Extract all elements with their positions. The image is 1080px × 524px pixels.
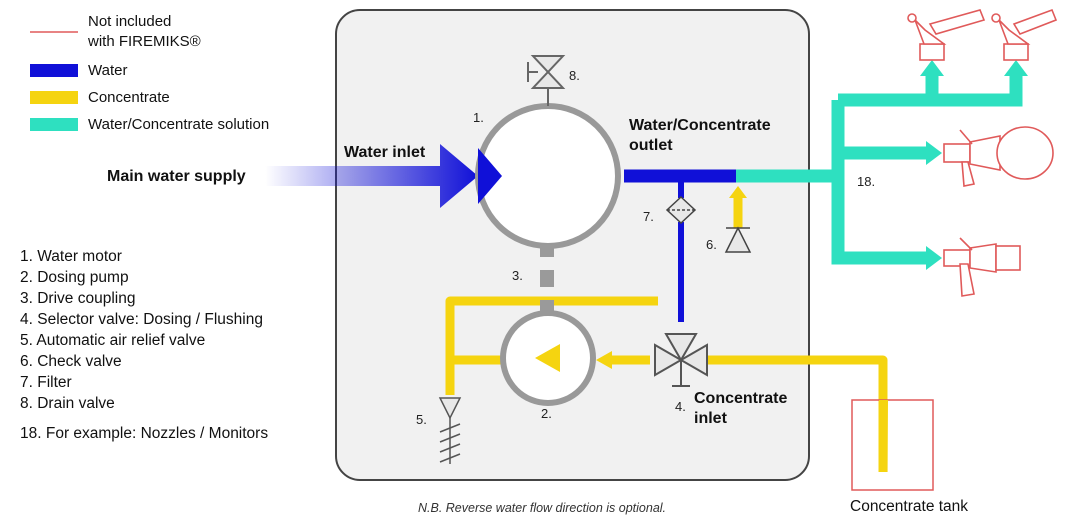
solution-lines: [736, 72, 1023, 265]
callout-7: 7.: [643, 209, 654, 224]
air-relief-valve: [438, 397, 462, 464]
drive-coupling-top: [540, 245, 554, 257]
drive-coupling-bottom: [540, 300, 554, 312]
callout-6: 6.: [706, 237, 717, 252]
water-motor-inlet-arrow: [478, 148, 502, 204]
nozzle-2: [991, 8, 1058, 61]
parts-list-item: 1. Water motor: [20, 248, 122, 265]
legend-concentrate-swatch: [30, 91, 78, 104]
nozzle-4: [943, 237, 1021, 297]
concentrate-inlet-line2: inlet: [694, 410, 727, 427]
main-water-supply-arrow: [265, 144, 478, 208]
drive-coupling-mid: [540, 270, 554, 287]
parts-list-item: 5. Automatic air relief valve: [20, 332, 206, 349]
callout-18: 18.: [857, 174, 876, 189]
outlet-label-line2: outlet: [629, 137, 673, 154]
legend-water-swatch: [30, 64, 78, 77]
concentrate-suction-pipe: [879, 400, 888, 472]
concentrate-arrow-up: [729, 186, 747, 198]
parts-list-item: 3. Drive coupling: [20, 290, 136, 307]
parts-list-item: 8. Drain valve: [20, 395, 115, 412]
legend-not-included-line2: with FIREMIKS®: [88, 33, 201, 50]
parts-list-example: 18. For example: Nozzles / Monitors: [20, 425, 269, 442]
solution-arrow-nozzle-1: [920, 60, 944, 76]
callout-3: 3.: [512, 268, 523, 283]
filter: [665, 195, 697, 225]
outlet-label-line1: Water/Concentrate: [629, 117, 771, 134]
callout-1: 1.: [473, 110, 484, 125]
solution-arrow-nozzle-4: [926, 246, 942, 270]
legend-solution-label: Water/Concentrate solution: [88, 116, 270, 133]
water-inlet-label: Water inlet: [344, 144, 426, 161]
parts-list-item: 7. Filter: [20, 374, 72, 391]
parts-list-item: 2. Dosing pump: [20, 269, 129, 286]
callout-8: 8.: [569, 68, 580, 83]
check-valve: [724, 226, 752, 253]
legend-concentrate-label: Concentrate: [88, 89, 170, 106]
callout-2: 2.: [541, 406, 552, 421]
solution-arrow-nozzle-3: [926, 141, 942, 165]
legend-water-label: Water: [88, 62, 128, 79]
monitor-foam-nozzle: [943, 126, 1054, 187]
parts-list-item: 4. Selector valve: Dosing / Flushing: [20, 311, 263, 328]
reverse-flow-note: N.B. Reverse water flow direction is opt…: [418, 501, 667, 515]
solution-arrow-nozzle-2: [1004, 60, 1028, 76]
dosing-pump-arrow: [535, 344, 560, 372]
main-water-supply-label: Main water supply: [107, 168, 246, 185]
parts-list-item: 6. Check valve: [20, 353, 122, 370]
callout-5: 5.: [416, 412, 427, 427]
concentrate-tank-label: Concentrate tank: [850, 498, 969, 515]
nozzle-1: [907, 9, 986, 61]
legend-solution-swatch: [30, 118, 78, 131]
drain-valve: [527, 55, 566, 106]
concentrate-arrow-to-pump: [596, 351, 612, 369]
legend-not-included-line1: Not included: [88, 13, 172, 30]
selector-valve: [654, 333, 708, 387]
concentrate-tank: [851, 399, 934, 491]
concentrate-inlet-line1: Concentrate: [694, 390, 788, 407]
water-lines: [624, 169, 736, 322]
callout-4: 4.: [675, 399, 686, 414]
parts-list: 1. Water motor 2. Dosing pump 3. Drive c…: [20, 246, 268, 444]
